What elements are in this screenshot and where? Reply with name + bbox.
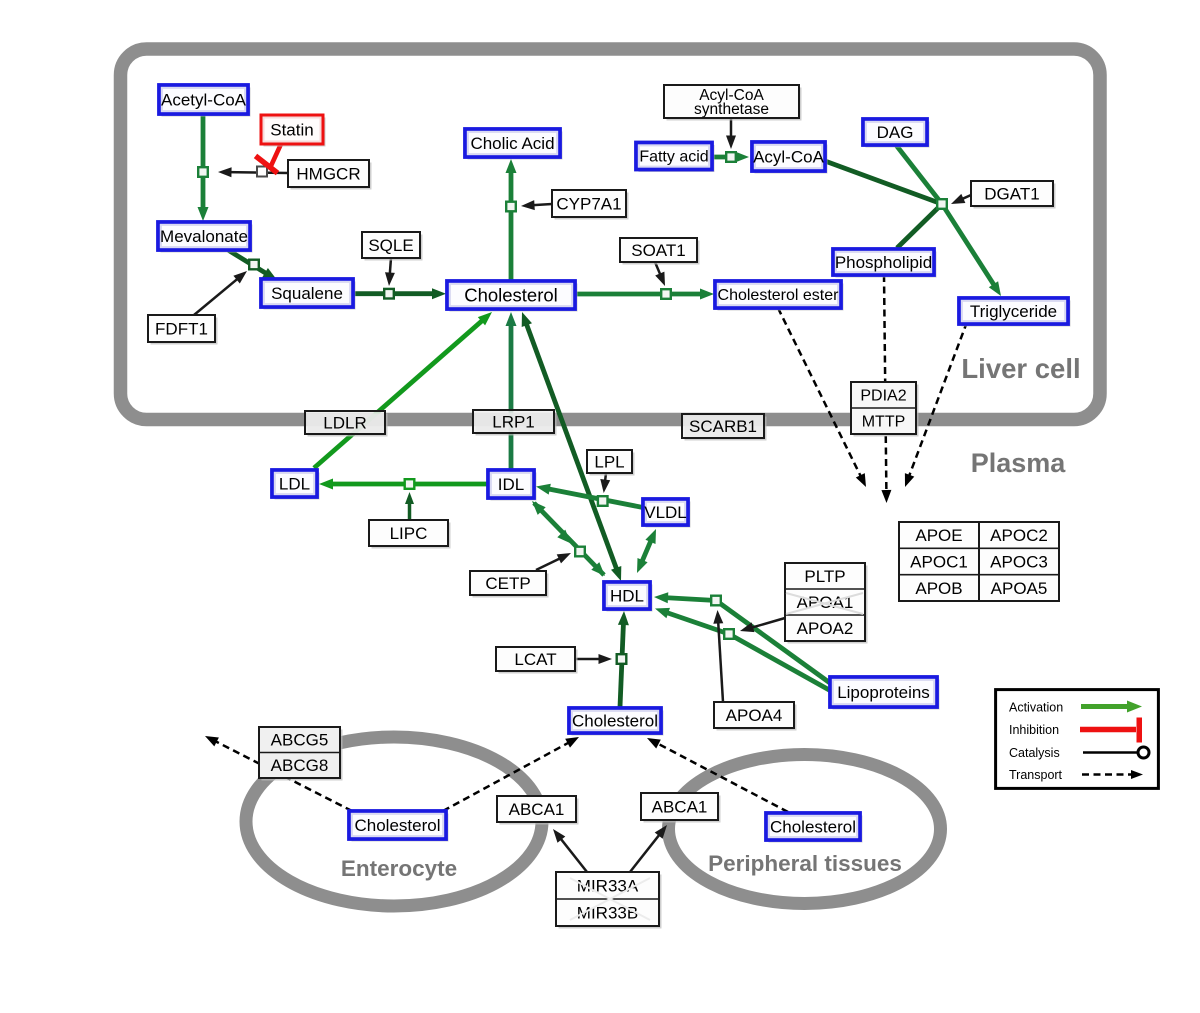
svg-text:LCAT: LCAT [514,650,556,669]
svg-text:ABCA1: ABCA1 [509,800,565,819]
svg-text:Cholesterol ester: Cholesterol ester [718,287,840,304]
svg-text:HMGCR: HMGCR [296,164,360,183]
svg-text:synthetase: synthetase [694,101,769,118]
svg-text:Acyl-CoA: Acyl-CoA [699,87,764,104]
svg-text:Plasma: Plasma [971,448,1067,478]
svg-text:Cholesterol: Cholesterol [464,285,558,306]
svg-text:SQLE: SQLE [368,236,413,255]
svg-text:APOC2: APOC2 [990,526,1048,545]
svg-text:LRP1: LRP1 [492,412,535,431]
svg-text:ABCG8: ABCG8 [271,756,329,775]
svg-text:MTTP: MTTP [862,414,906,431]
svg-text:Cholesterol: Cholesterol [355,816,441,835]
svg-text:APOB: APOB [915,579,962,598]
svg-text:APOA2: APOA2 [797,619,854,638]
svg-text:Triglyceride: Triglyceride [970,302,1057,321]
svg-text:Peripheral tissues: Peripheral tissues [708,851,902,876]
svg-text:PDIA2: PDIA2 [860,388,906,405]
svg-text:Phospholipid: Phospholipid [835,253,932,272]
svg-text:Mevalonate: Mevalonate [160,227,248,246]
svg-text:Cholic Acid: Cholic Acid [470,134,554,153]
svg-text:APOA4: APOA4 [726,706,783,725]
svg-text:ABCG5: ABCG5 [271,731,329,750]
svg-text:CYP7A1: CYP7A1 [556,194,621,213]
svg-text:APOE: APOE [915,526,962,545]
svg-text:Lipoproteins: Lipoproteins [837,683,930,702]
svg-text:DAG: DAG [877,123,914,142]
svg-text:HDL: HDL [610,587,644,606]
svg-text:LDLR: LDLR [323,413,366,432]
svg-text:Cholesterol: Cholesterol [572,712,658,731]
svg-text:Statin: Statin [270,120,313,139]
svg-text:Liver cell: Liver cell [961,353,1080,384]
svg-text:Acetyl-CoA: Acetyl-CoA [161,91,247,110]
svg-text:APOA5: APOA5 [991,579,1048,598]
svg-text:Transport: Transport [1009,768,1063,782]
svg-text:Catalysis: Catalysis [1009,746,1060,760]
svg-text:IDL: IDL [498,475,524,494]
svg-text:Enterocyte: Enterocyte [341,856,457,881]
svg-text:LIPC: LIPC [390,524,428,543]
svg-text:Cholesterol: Cholesterol [770,818,856,837]
svg-text:Inhibition: Inhibition [1009,723,1059,737]
svg-text:FDFT1: FDFT1 [155,319,208,338]
svg-text:VLDL: VLDL [644,503,687,522]
svg-text:Fatty acid: Fatty acid [639,149,708,166]
svg-text:LPL: LPL [594,452,624,471]
svg-text:Acyl-CoA: Acyl-CoA [753,147,825,166]
svg-text:SOAT1: SOAT1 [631,241,685,260]
svg-text:ABCA1: ABCA1 [652,798,708,817]
svg-text:APOC1: APOC1 [910,553,968,572]
svg-text:MIR33B: MIR33B [577,904,638,923]
svg-text:SCARB1: SCARB1 [689,417,757,436]
svg-text:CETP: CETP [485,574,530,593]
svg-text:PLTP: PLTP [804,567,845,586]
svg-text:DGAT1: DGAT1 [984,184,1039,203]
svg-text:Activation: Activation [1009,701,1063,715]
svg-text:Squalene: Squalene [271,284,343,303]
svg-text:LDL: LDL [279,474,310,493]
svg-text:APOC3: APOC3 [990,553,1048,572]
